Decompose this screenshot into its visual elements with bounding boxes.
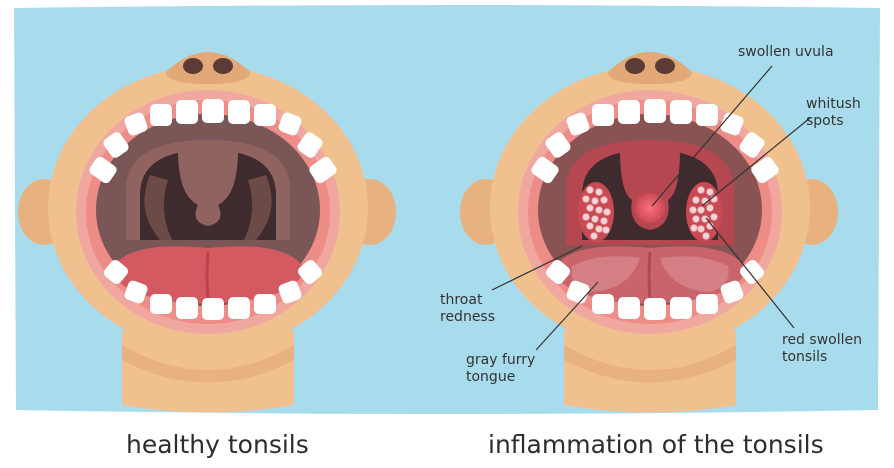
label-throat-redness-line1: throat	[440, 292, 482, 308]
label-swollen-uvula-text: swollen uvula	[738, 44, 834, 60]
label-red-swollen-tonsils: red swollen tonsils	[782, 332, 862, 366]
label-swollen-uvula: swollen uvula	[738, 44, 834, 61]
label-gray-furry-tongue-line2: tongue	[466, 369, 515, 385]
label-whitish-spots-line1: whitush	[806, 96, 861, 112]
label-throat-redness-line2: redness	[440, 309, 495, 325]
label-gray-furry-tongue-line1: gray furry	[466, 352, 535, 368]
label-red-swollen-tonsils-line2: tonsils	[782, 349, 827, 365]
caption-inflammation-of-the-tonsils: inflammation of the tonsils	[488, 430, 824, 459]
label-whitish-spots-line2: spots	[806, 113, 844, 129]
label-throat-redness: throat redness	[440, 292, 495, 326]
caption-healthy-tonsils: healthy tonsils	[126, 430, 309, 459]
label-red-swollen-tonsils-line1: red swollen	[782, 332, 862, 348]
label-whitish-spots: whitush spots	[806, 96, 861, 130]
label-gray-furry-tongue: gray furry tongue	[466, 352, 535, 386]
